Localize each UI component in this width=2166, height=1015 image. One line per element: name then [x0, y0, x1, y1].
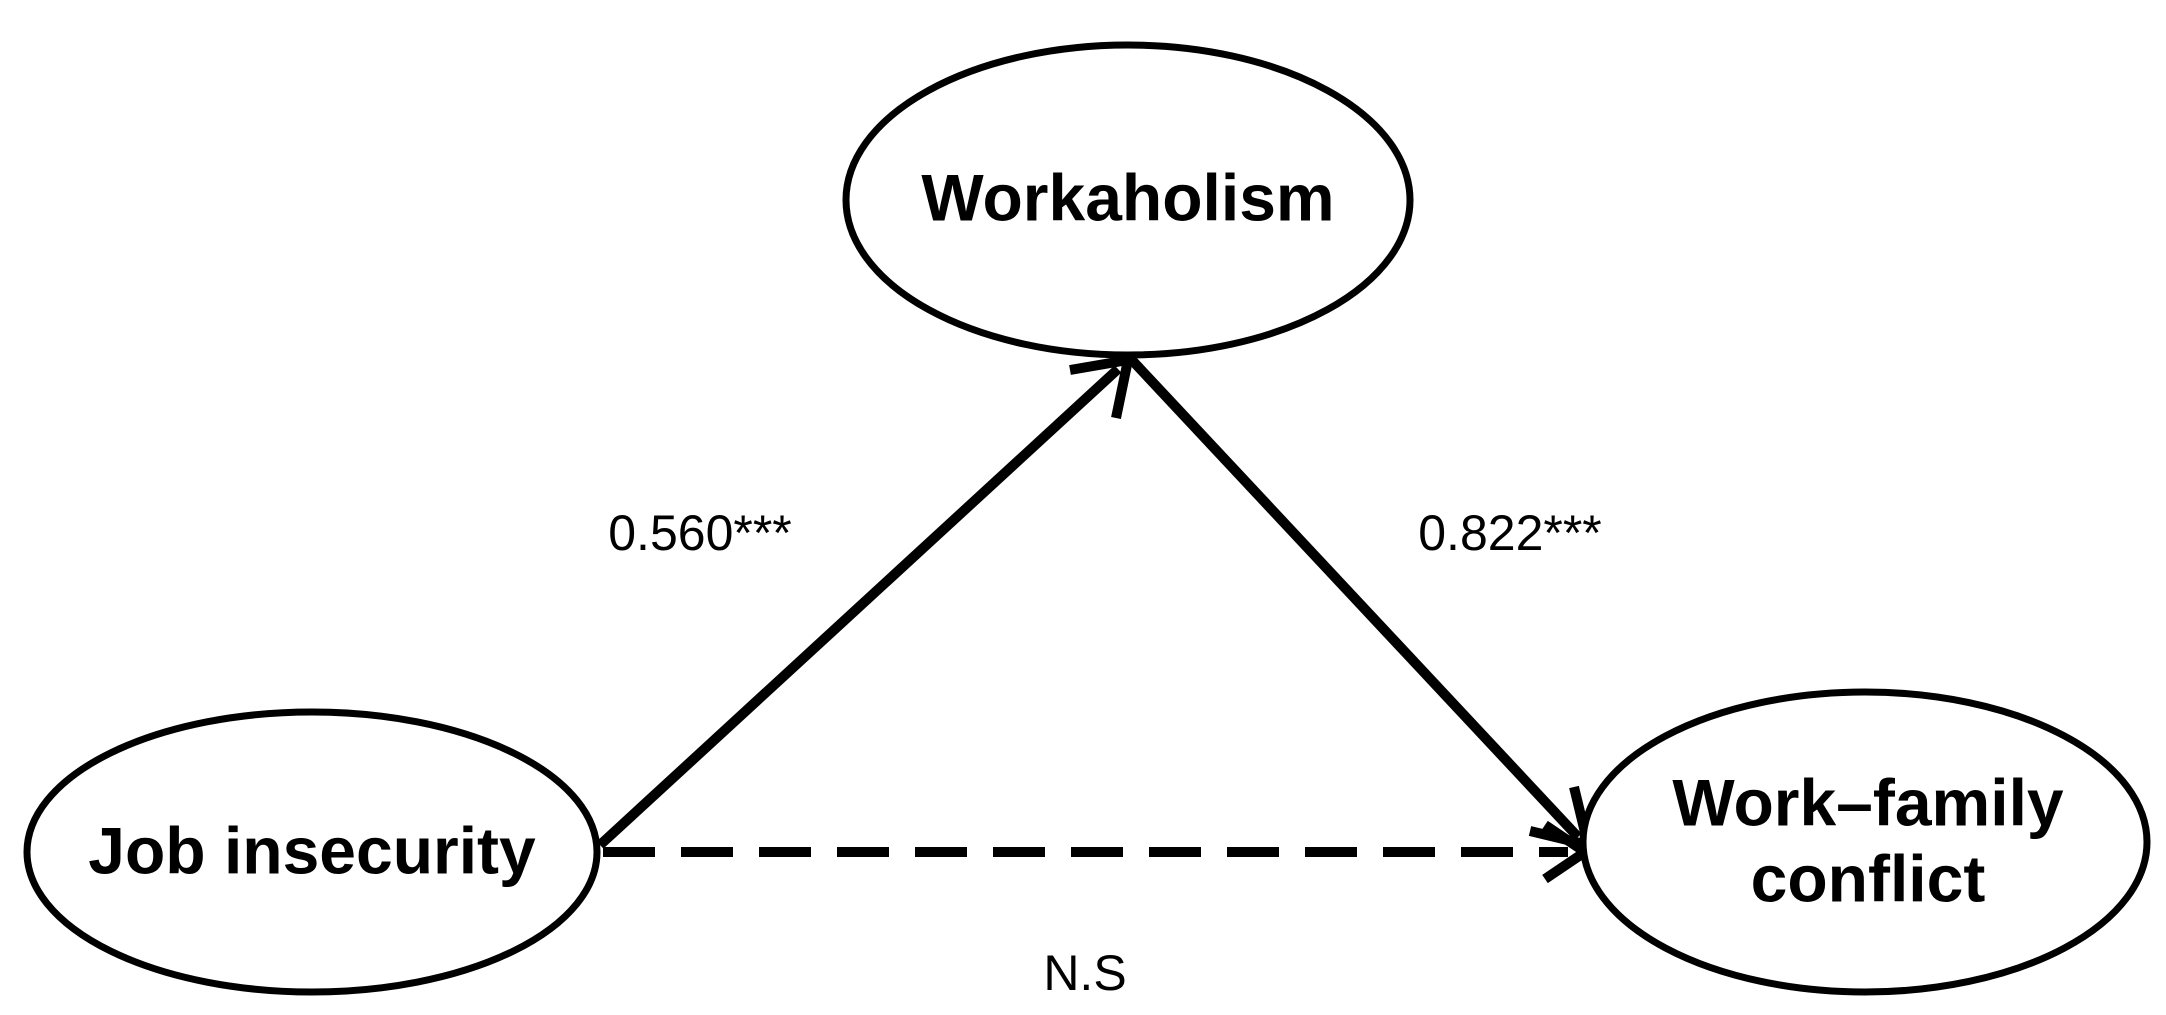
coefficient-direct-path: N.S	[1043, 945, 1126, 1001]
node-workaholism-label: Workaholism	[921, 160, 1334, 234]
node-job-insecurity-label: Job insecurity	[88, 813, 536, 887]
node-work-family-conflict-label-line2: conflict	[1751, 841, 1986, 915]
node-work-family-conflict-label-line1: Work–family	[1672, 765, 2064, 839]
edge-job-insecurity-to-work-family-conflict	[603, 820, 1594, 884]
node-work-family-conflict: Work–family conflict	[1579, 688, 2151, 996]
coefficient-workaholism-to-work-family-conflict: 0.822***	[1418, 505, 1602, 561]
node-workaholism: Workaholism	[842, 41, 1414, 359]
edge-job-insecurity-to-workaholism	[596, 353, 1135, 849]
edge-workaholism-to-work-family-conflict	[1126, 354, 1595, 852]
coefficient-job-insecurity-to-workaholism: 0.560***	[608, 505, 792, 561]
node-job-insecurity: Job insecurity	[23, 708, 601, 996]
